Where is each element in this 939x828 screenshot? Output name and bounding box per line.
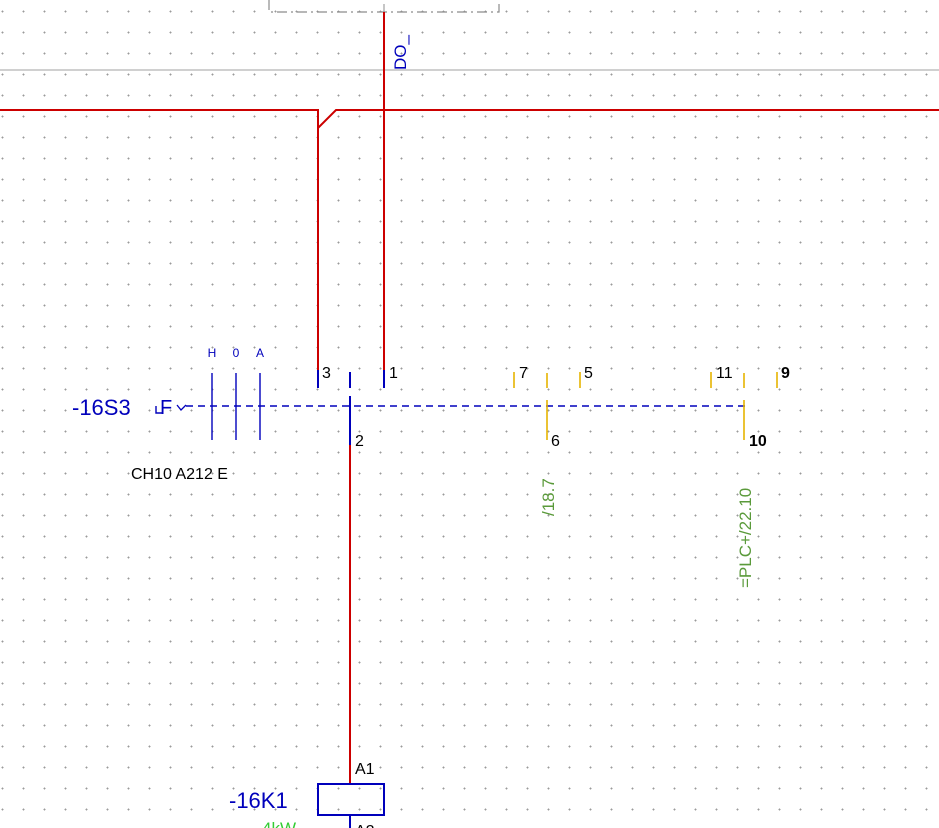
- terminal-3: 3: [322, 365, 331, 382]
- switch-tag[interactable]: -16S3: [72, 395, 131, 420]
- part-number: CH10 A212 E: [131, 466, 228, 483]
- position-label-a: A: [256, 346, 264, 360]
- terminal-2: 2: [355, 433, 364, 450]
- terminal-10: 10: [749, 433, 767, 450]
- cross-ref-contact-10[interactable]: =PLC+/22.10: [736, 488, 755, 588]
- coil-rating: 4kW: [262, 819, 296, 828]
- coil-tag[interactable]: -16K1: [229, 788, 288, 813]
- position-label-h: H: [208, 346, 217, 360]
- terminal-7: 7: [519, 365, 528, 382]
- coil-terminal-a1: A1: [355, 761, 375, 778]
- rotary-actuator-icon: [176, 404, 187, 411]
- terminal-1: 1: [389, 365, 398, 382]
- power-rail-wire[interactable]: [0, 109, 939, 131]
- signal-label: DO_: [391, 35, 410, 71]
- coil-terminal-a2: A2: [355, 823, 375, 828]
- terminal-9: 9: [781, 365, 790, 382]
- actuator-glyph: F: [160, 397, 172, 419]
- terminal-11: 11: [716, 365, 733, 382]
- terminal-5: 5: [584, 365, 593, 382]
- position-label-0: 0: [233, 346, 240, 360]
- cross-ref-contact-6[interactable]: /18.7: [539, 478, 558, 516]
- actuator-handle-icon: [155, 406, 162, 414]
- terminal-6: 6: [551, 433, 560, 450]
- coil-symbol[interactable]: [317, 783, 385, 816]
